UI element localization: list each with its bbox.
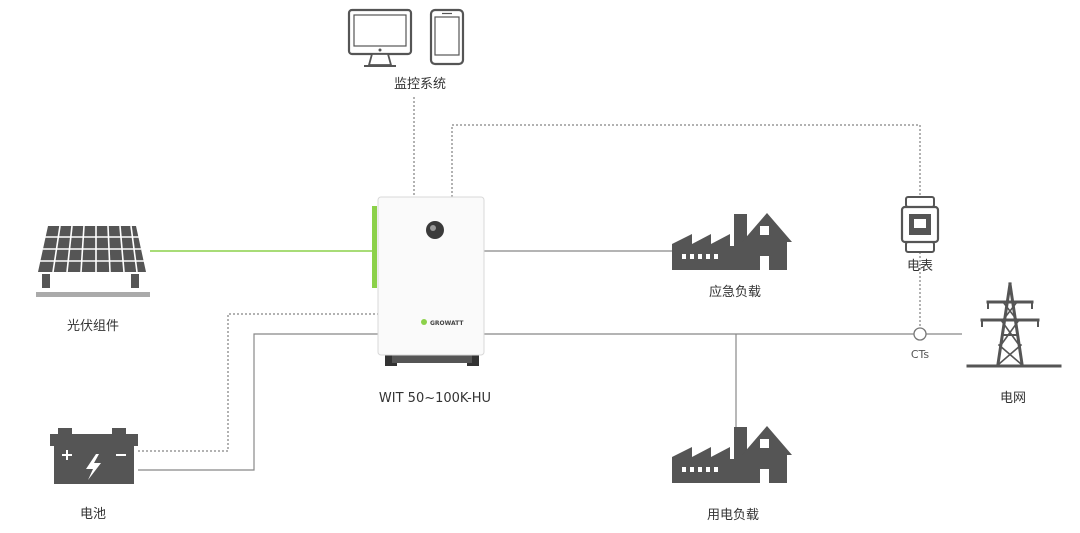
inverter-model-label: WIT 50~100K-HU <box>378 391 492 406</box>
cts-label: CTs <box>910 348 930 361</box>
meter-comm-line <box>451 124 921 197</box>
connections <box>138 97 962 471</box>
grid-tower-icon <box>966 282 1062 368</box>
battery-icon <box>50 428 138 484</box>
backup-load-factory-icon <box>672 213 792 270</box>
inverter-icon <box>372 196 485 366</box>
backup-load-label: 应急负载 <box>708 285 762 300</box>
phone-icon <box>429 8 465 66</box>
meter-icon <box>900 196 940 253</box>
ct-sensor-icon <box>913 327 927 341</box>
battery-power-line <box>138 333 386 471</box>
monitoring-label: 监控系统 <box>393 77 447 92</box>
meter-label: 电表 <box>906 259 934 274</box>
user-load-factory-icon <box>672 426 792 483</box>
battery-comm-line <box>138 313 386 452</box>
grid-label: 电网 <box>999 391 1027 406</box>
solar-panel-icon <box>36 225 150 297</box>
inverter-brand-logo: GROWATT <box>430 320 464 327</box>
battery-label: 电池 <box>79 507 107 522</box>
monitor-icon <box>347 8 413 67</box>
user-load-label: 用电负载 <box>706 508 760 523</box>
pv-label: 光伏组件 <box>66 319 120 334</box>
